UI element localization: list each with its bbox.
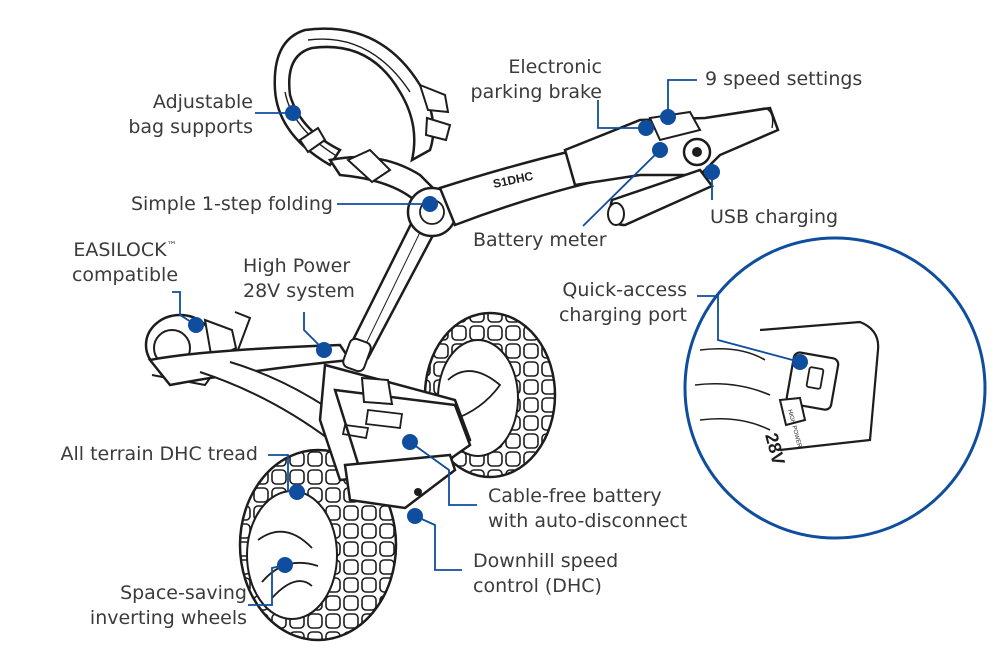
leader-battery (409, 441, 477, 506)
label-terrain: All terrain DHC tread (60, 443, 259, 465)
label-bag-supports: Adjustable bag supports (128, 91, 253, 138)
label-high-power: High Power 28V system (243, 255, 355, 302)
label-easilock: EASILOCK™ compatible (71, 239, 179, 286)
dot-high-power (316, 342, 332, 358)
dot-wheels (277, 557, 293, 573)
dot-bag-supports (285, 105, 301, 121)
dot-parking-brake (638, 120, 654, 136)
label-folding: Simple 1-step folding (130, 193, 333, 215)
dot-folding (422, 196, 438, 212)
chassis (147, 343, 472, 510)
leader-speed-settings (667, 79, 697, 117)
dot-easilock (188, 317, 204, 333)
dot-charging-port (792, 354, 808, 370)
dot-speed-settings (660, 109, 676, 125)
leader-dhc (414, 515, 462, 571)
dot-usb (704, 164, 720, 180)
dot-dhc (407, 508, 423, 524)
dot-battery (402, 434, 418, 450)
label-dhc: Downhill speed control (DHC) (473, 550, 619, 597)
leader-parking-brake (597, 100, 646, 129)
label-usb: USB charging (710, 206, 839, 228)
label-charging-port: Quick-access charging port (558, 279, 687, 326)
bag-support-frame (273, 27, 452, 207)
leader-battery-meter (582, 149, 661, 227)
label-parking-brake: Electronic parking brake (470, 56, 602, 103)
marker-dots (188, 105, 808, 573)
label-speed-settings: 9 speed settings (705, 68, 863, 90)
label-battery-meter: Battery meter (473, 229, 607, 251)
leader-charging-port (697, 295, 801, 363)
dot-battery-meter (652, 142, 668, 158)
handle-controls (563, 106, 780, 227)
label-wheels: Space-saving inverting wheels (89, 582, 247, 629)
leader-lines (172, 79, 801, 606)
leader-high-power (303, 312, 325, 351)
charging-port-zoom: 28V HIGH POWER (683, 236, 987, 540)
dot-terrain (289, 484, 305, 500)
label-battery: Cable-free battery with auto-disconnect (488, 485, 688, 532)
leader-easilock (172, 291, 197, 326)
